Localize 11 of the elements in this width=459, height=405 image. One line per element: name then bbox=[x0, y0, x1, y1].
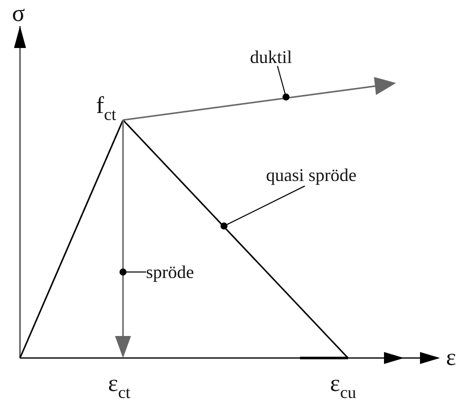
curve-label: spröde bbox=[146, 263, 194, 281]
axis-label: ε bbox=[446, 346, 456, 370]
curve-label: quasi spröde bbox=[266, 166, 356, 184]
leader-line bbox=[220, 186, 306, 230]
curve-label: duktil bbox=[250, 48, 292, 66]
leader-line bbox=[120, 268, 146, 276]
point-label: f$_{ct}$ bbox=[96, 94, 116, 123]
tick-label: ε$_{ct}$ bbox=[108, 372, 130, 401]
leader-line bbox=[276, 66, 290, 100]
tick-label: ε$_{cu}$ bbox=[330, 372, 356, 401]
axis-label: σ bbox=[12, 2, 25, 26]
